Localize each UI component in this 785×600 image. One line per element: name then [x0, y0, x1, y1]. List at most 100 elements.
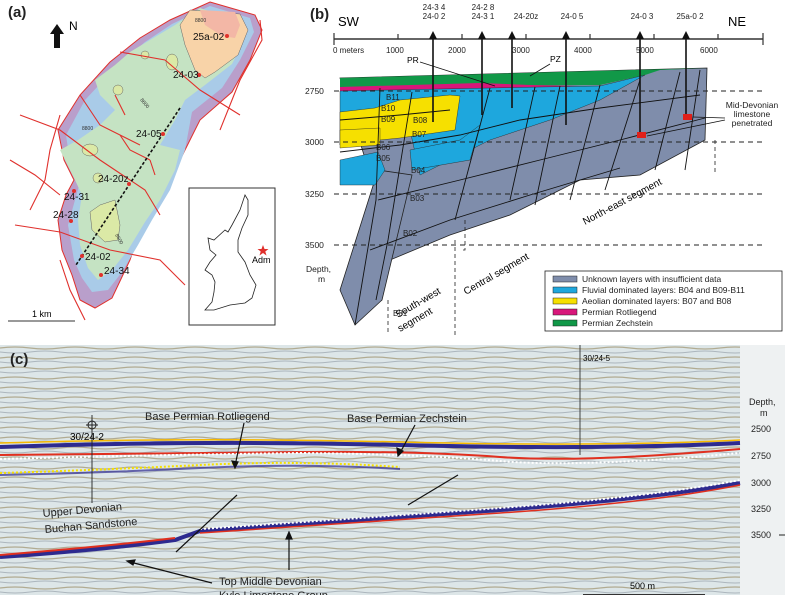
distance-tick: 2000	[448, 46, 466, 55]
depth-axis-label: m	[318, 274, 325, 284]
north-arrow-icon	[50, 24, 64, 48]
legend-item: Unknown layers with insufficient data	[582, 274, 721, 284]
pr-callout: PR	[407, 55, 419, 65]
segment-label: Central segment	[462, 251, 531, 297]
annotation-rotliegend: Base Permian Rotliegend	[145, 411, 270, 423]
depth-axis-label: Depth,	[749, 397, 776, 407]
north-label: N	[69, 19, 78, 33]
distance-tick: 4000	[574, 46, 592, 55]
panel-b-cross-section: 0 meters 1000 2000 3000 4000 5000 6000 S…	[300, 0, 785, 335]
distance-tick: 1000	[386, 46, 404, 55]
contour-label: 8600	[113, 233, 124, 246]
layer-label: B03	[410, 194, 425, 203]
map-svg: 8800 8800 8600 8600 25a-02 24-03 24-05 2…	[8, 1, 276, 326]
layer-label: B02	[403, 229, 418, 238]
well-label: 24-02	[85, 252, 111, 263]
panel-label-c: (c)	[10, 351, 29, 368]
depth-tick: 3250	[751, 504, 771, 514]
legend-item: Fluvial dominated layers: B04 and B09-B1…	[582, 285, 745, 295]
layer-b04	[339, 151, 386, 186]
pz-callout: PZ	[550, 54, 561, 64]
well-label: 24-20z	[98, 174, 129, 185]
limestone-marker	[683, 114, 692, 120]
layer-label: B07	[412, 130, 427, 139]
panel-c-seismic: 30/24-2 30/24-5 Base Permian Rotliegend …	[0, 345, 785, 600]
layer-label: B11	[386, 93, 400, 102]
well-marker-label: 24-2 8	[472, 3, 495, 12]
annotation-kyle: Kyle Limestone Group	[219, 590, 328, 595]
depth-tick: 3500	[751, 530, 771, 540]
map-zone-lime	[81, 143, 99, 157]
map-zone-lime	[165, 53, 179, 71]
panel-label-b: (b)	[310, 6, 330, 23]
limestone-callout: Mid-Devonian	[726, 100, 779, 110]
map-zone-pink	[200, 10, 240, 38]
contour-label: 8600	[138, 97, 150, 110]
depth-tick: 2750	[751, 451, 771, 461]
well-label: 24-34	[104, 266, 130, 277]
well-label: 24-05	[136, 129, 162, 140]
well-label: 30/24-5	[583, 354, 611, 363]
distance-tick: 6000	[700, 46, 718, 55]
distance-tick: 5000	[636, 46, 654, 55]
limestone-marker	[637, 132, 646, 138]
annotation-zechstein: Base Permian Zechstein	[347, 413, 467, 425]
depth-label: 3000	[305, 137, 324, 147]
well-label: 24-28	[53, 210, 79, 221]
well-label: 30/24-2	[70, 432, 104, 443]
contour-label: 8800	[195, 18, 206, 24]
adm-star-icon	[257, 245, 269, 256]
depth-column	[740, 345, 785, 595]
map-zone-lime	[92, 172, 104, 184]
depth-label: 3250	[305, 189, 324, 199]
seismic-svg: 30/24-2 30/24-5 Base Permian Rotliegend …	[0, 345, 785, 600]
layer-rotliegend	[340, 83, 580, 91]
limestone-callout: penetrated	[732, 118, 773, 128]
uk-inset-frame	[188, 187, 276, 326]
distance-tick: 0 meters	[333, 46, 364, 55]
seismic-background	[0, 345, 740, 595]
inset-location-label: Adm	[252, 255, 271, 265]
annotation-kyle: Top Middle Devonian	[219, 576, 322, 588]
direction-sw: SW	[338, 14, 360, 29]
well-label: 25a-02	[193, 32, 225, 43]
depth-axis-label: Depth,	[306, 264, 331, 274]
depth-axis-label: m	[760, 408, 768, 418]
depth-tick: 3000	[751, 478, 771, 488]
fault-lines	[9, 19, 263, 321]
layer-label: B01	[393, 309, 408, 318]
legend-item: Aeolian dominated layers: B07 and B08	[582, 296, 732, 306]
map-zone-lime	[140, 50, 150, 60]
layer-label: B08	[413, 116, 428, 125]
well-label: 24-03	[173, 70, 199, 81]
depth-tick: 2500	[751, 424, 771, 434]
scale-label: 1 km	[32, 309, 52, 319]
contour-label: 8800	[82, 126, 93, 132]
layer-label: B09	[381, 115, 396, 124]
segment-label: North-east segment	[581, 177, 664, 228]
depth-label: 3500	[305, 240, 324, 250]
well-marker-label: 24-3 4	[423, 3, 446, 12]
well-label: 24-31	[64, 192, 90, 203]
panel-label-a: (a)	[8, 4, 27, 21]
legend-item: Permian Zechstein	[582, 318, 653, 328]
distance-tick: 3000	[512, 46, 530, 55]
layer-label: B04	[411, 166, 426, 175]
cross-section-svg: 0 meters 1000 2000 3000 4000 5000 6000 S…	[305, 3, 783, 335]
depth-label: 2750	[305, 86, 324, 96]
well-marker-label: 24-0 5	[561, 12, 584, 21]
direction-ne: NE	[728, 14, 746, 29]
legend: Unknown layers with insufficient data Fl…	[544, 270, 783, 332]
well-marker-label: 25a-0 2	[676, 12, 704, 21]
well-marker-label: 24-3 1	[472, 12, 495, 21]
layer-label: B05	[376, 154, 391, 163]
panel-a-map: 8800 8800 8600 8600 25a-02 24-03 24-05 2…	[0, 0, 300, 330]
well-markers	[69, 34, 229, 277]
layer-label: B10	[381, 104, 396, 113]
well-marker-label: 24-0 3	[631, 12, 654, 21]
layer-zechstein	[340, 68, 707, 87]
limestone-callout: limestone	[734, 109, 771, 119]
layer-aeolian	[339, 127, 381, 149]
layer-label: B06	[376, 143, 391, 152]
well-marker-label: 24-20z	[514, 12, 538, 21]
